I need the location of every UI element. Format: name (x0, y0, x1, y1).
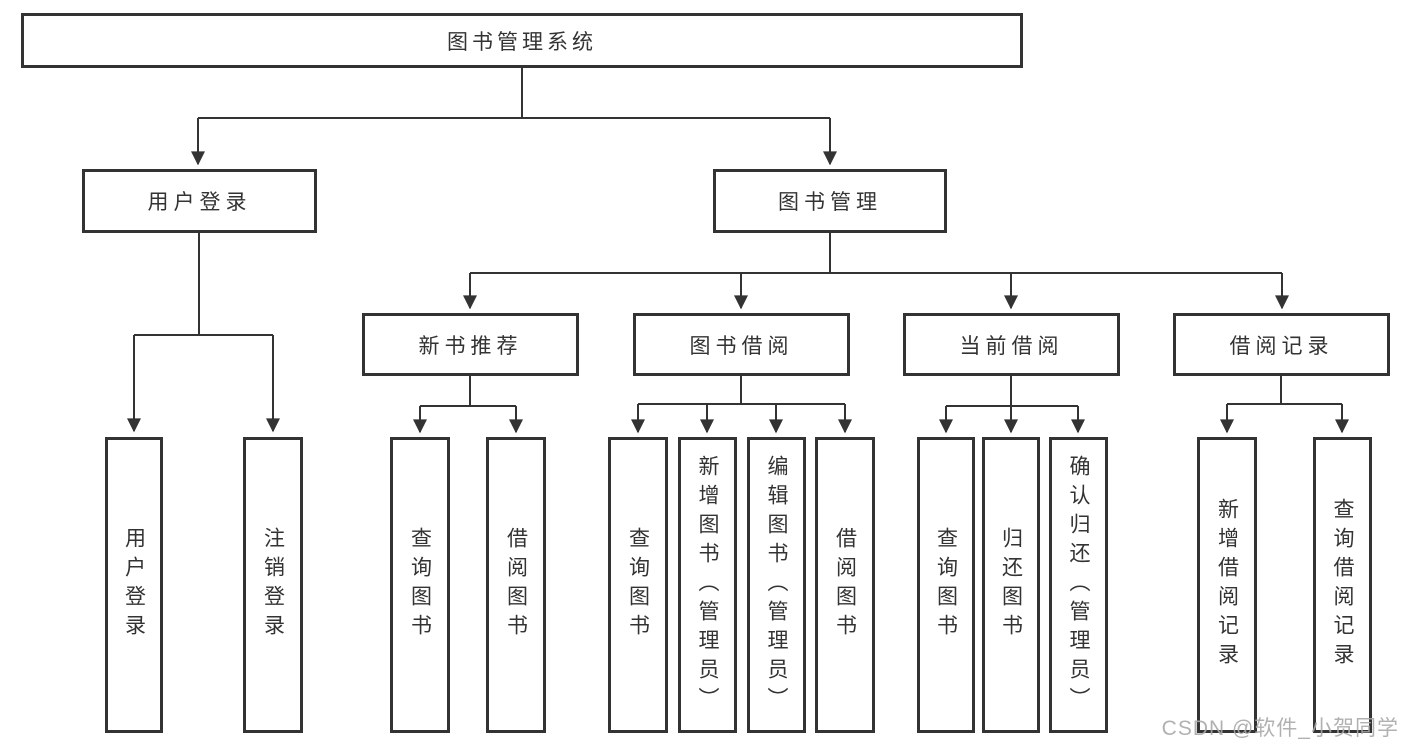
csdn-watermark: CSDN @软件_小贺同学 (1161, 717, 1399, 740)
node-book-management: 图书管理 (713, 169, 947, 233)
node-label: 用户登录 (122, 527, 146, 643)
leaf-query-borrow-record: 查询借阅记录 (1313, 437, 1372, 733)
node-label: 确认归还（管理员） (1067, 454, 1090, 716)
node-label: 查询图书 (408, 527, 432, 643)
leaf-query-books-recommend: 查询图书 (390, 437, 450, 733)
node-label: 查询借阅记录 (1331, 498, 1354, 672)
node-book-borrowing: 图书借阅 (633, 313, 850, 376)
node-label: 图书管理系统 (447, 30, 597, 54)
node-label: 借阅图书 (504, 527, 528, 643)
node-label: 查询图书 (626, 527, 650, 643)
node-label: 注销登录 (261, 527, 285, 643)
leaf-user-login: 用户登录 (105, 437, 163, 733)
leaf-add-borrow-record: 新增借阅记录 (1197, 437, 1257, 733)
leaf-add-books-admin: 新增图书（管理员） (678, 437, 737, 733)
leaf-query-books-current: 查询图书 (917, 437, 975, 733)
node-library-management-system: 图书管理系统 (21, 13, 1023, 68)
leaf-logout: 注销登录 (243, 437, 303, 733)
node-label: 新书推荐 (418, 334, 523, 358)
node-user-login: 用户登录 (82, 169, 317, 233)
node-current-borrowing: 当前借阅 (903, 313, 1120, 376)
node-label: 图书借阅 (689, 334, 794, 358)
leaf-borrow-books: 借阅图书 (815, 437, 875, 733)
leaf-query-books-borrowing: 查询图书 (608, 437, 668, 733)
node-new-book-recommend: 新书推荐 (362, 313, 579, 376)
node-label: 新增图书（管理员） (696, 454, 719, 716)
leaf-return-books: 归还图书 (982, 437, 1040, 733)
node-label: 当前借阅 (959, 334, 1064, 358)
node-label: 借阅图书 (833, 527, 857, 643)
leaf-edit-books-admin: 编辑图书（管理员） (747, 437, 806, 733)
node-label: 查询图书 (934, 527, 958, 643)
node-label: 图书管理 (778, 191, 882, 214)
leaf-borrow-books-recommend: 借阅图书 (486, 437, 546, 733)
leaf-confirm-return-admin: 确认归还（管理员） (1049, 437, 1108, 733)
node-label: 归还图书 (999, 527, 1023, 643)
node-label: 编辑图书（管理员） (765, 454, 788, 716)
node-borrowing-records: 借阅记录 (1173, 313, 1390, 376)
node-label: 用户登录 (147, 191, 252, 214)
node-label: 新增借阅记录 (1215, 498, 1239, 672)
node-label: 借阅记录 (1229, 334, 1334, 358)
